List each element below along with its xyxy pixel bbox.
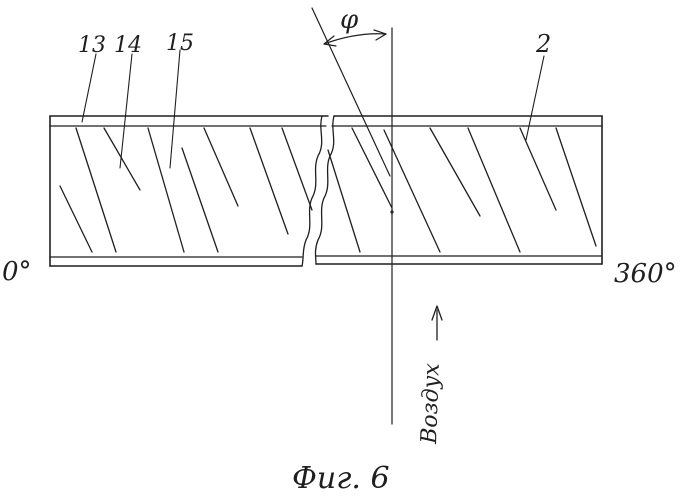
vane-lines-left xyxy=(60,128,312,252)
break-lines xyxy=(302,116,334,266)
label-2: 2 xyxy=(535,30,551,58)
scale-end-label: 360° xyxy=(614,259,677,289)
angle-phi-label: φ xyxy=(340,5,359,35)
figure-caption: Фиг. 6 xyxy=(292,461,390,496)
label-14: 14 xyxy=(114,33,142,58)
air-flow-arrow-icon xyxy=(432,306,442,340)
vertical-axis xyxy=(390,28,393,424)
air-label: Воздух xyxy=(417,362,445,445)
scale-start-label: 0° xyxy=(2,257,32,287)
vane-lines-right xyxy=(328,128,596,252)
label-15: 15 xyxy=(166,31,194,56)
label-13: 13 xyxy=(78,33,106,58)
leader-lines xyxy=(82,50,544,168)
